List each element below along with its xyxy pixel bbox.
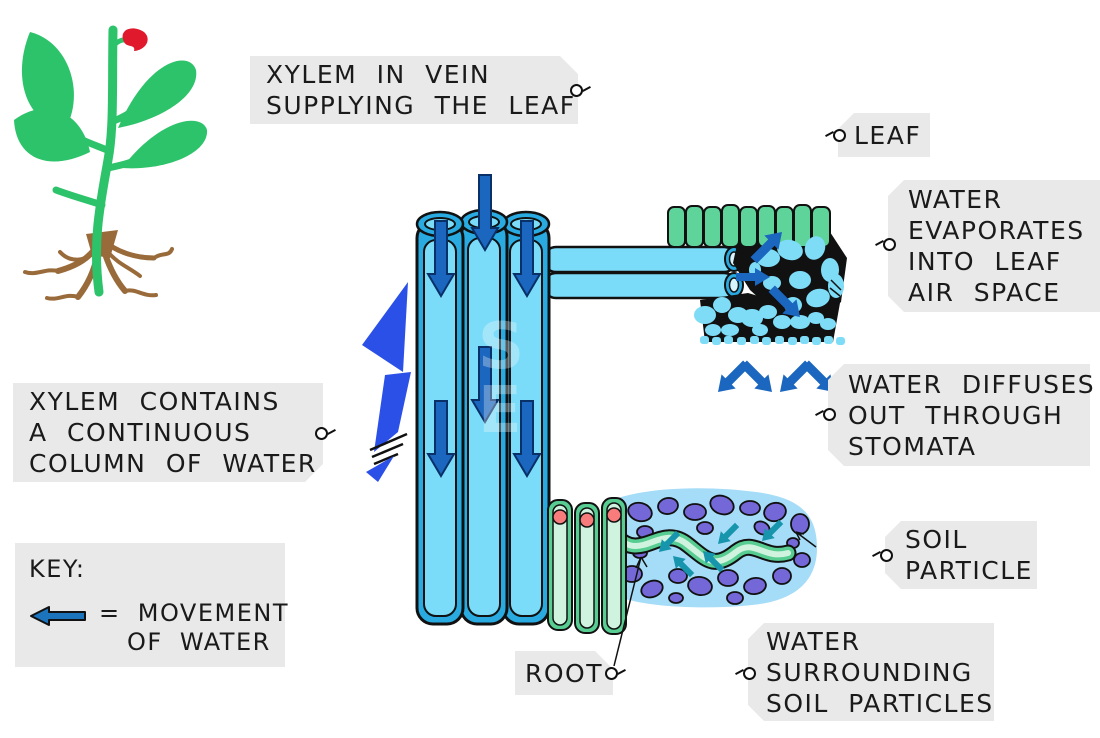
root-section [547, 488, 817, 667]
label-xylem-in-vein: XYLEM IN VEIN SUPPLYING THE LEAF [250, 56, 583, 124]
water-uptake-arrows [659, 519, 784, 578]
tag-hole-icon [315, 427, 328, 440]
vein-tubes [542, 245, 744, 300]
label-root: ROOT [515, 651, 618, 695]
tag-background [888, 180, 1100, 312]
watermark-letters: S E [478, 310, 524, 448]
root-cells [547, 497, 627, 635]
cell-nucleus [579, 512, 595, 528]
tag-hole-icon [883, 238, 896, 251]
plant-illustration [14, 25, 208, 301]
root-pointer-line [613, 556, 648, 667]
label-soil-particle: SOIL PARTICLE [880, 521, 1037, 589]
key-meaning-line2: OF WATER [127, 628, 271, 656]
label-water-surrounding: WATER SURROUNDING SOIL PARTICLES [743, 623, 994, 721]
stomata-arrows [718, 360, 834, 392]
cell-nucleus [552, 509, 568, 525]
soil-particle-pointer-line [795, 531, 817, 548]
svg-text:S: S [478, 310, 524, 384]
tag-hole-icon [605, 667, 618, 680]
epidermis-bits [700, 336, 845, 345]
tag-hole-icon [880, 549, 893, 562]
tag-hole-icon [570, 84, 583, 97]
label-leaf: LEAF [833, 113, 930, 157]
tag-hole-icon [743, 667, 756, 680]
flower-bud [122, 28, 148, 51]
xylem-tubes [415, 174, 551, 626]
movement-of-water-arrow-icon [30, 606, 86, 626]
cell-detail-lines [829, 279, 842, 297]
tag-background [828, 364, 1090, 466]
tag-background [250, 56, 578, 124]
label-xylem-contains: XYLEM CONTAINS A CONTINUOUS COLUMN OF WA… [13, 383, 328, 482]
water-arrow-into-airspace [736, 268, 770, 286]
tag-background [13, 383, 323, 482]
tag-background [885, 521, 1037, 589]
xylem-up-arrows [426, 174, 542, 478]
tag-background [748, 623, 994, 721]
tag-hole-icon [823, 408, 836, 421]
leaf-section [667, 204, 847, 392]
key-title: KEY: [29, 555, 86, 583]
plant-leaves [14, 32, 208, 169]
label-water-evaporates: WATER EVAPORATES INTO LEAF AIR SPACE [883, 180, 1100, 312]
palisade-cells [667, 204, 831, 248]
key-meaning-line1: = MOVEMENT [99, 599, 289, 627]
tag-background [515, 651, 613, 695]
label-water-diffuses: WATER DIFFUSES OUT THROUGH STOMATA [823, 364, 1094, 466]
water-arrow-to-palisade [750, 232, 782, 264]
water-arrow-through-spongy [768, 285, 800, 317]
tag-background [838, 113, 930, 157]
key-box: KEY: = MOVEMENT OF WATER [15, 543, 287, 667]
watermark-logo-icon [362, 282, 411, 482]
cell-nucleus [606, 507, 622, 523]
svg-text:E: E [478, 374, 522, 448]
tag-hole-icon [833, 129, 846, 142]
